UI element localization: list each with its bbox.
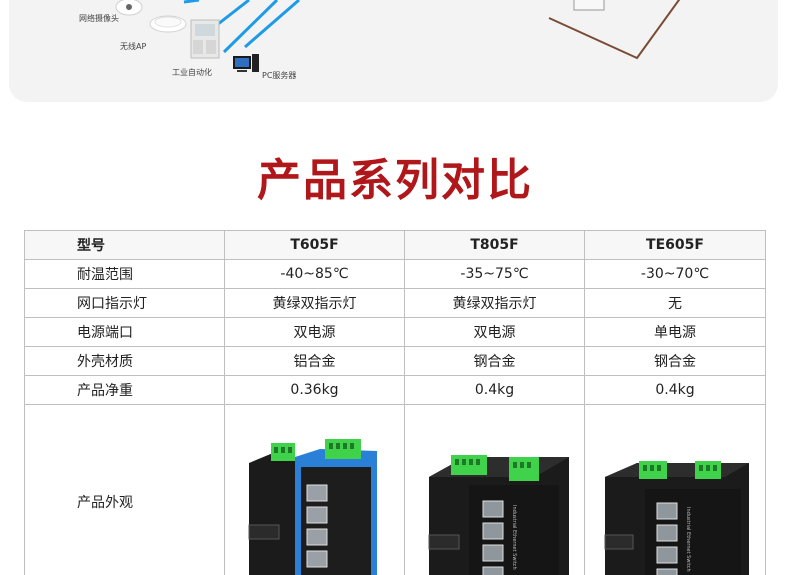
link-line [244,0,300,49]
row-label: 网口指示灯 [24,288,225,318]
table-cell: -30~70℃ [584,259,766,289]
table-cell: 无 [584,288,766,318]
table-row-housing: 外壳材质 铝合金 钢合金 钢合金 [24,346,766,376]
network-diagram [115,0,681,72]
device-box-icon [573,0,605,11]
table-row-temperature: 耐温范围 -40~85℃ -35~75℃ -30~70℃ [24,259,766,289]
table-row-weight: 产品净重 0.36kg 0.4kg 0.4kg [24,375,766,405]
header-model-label: 型号 [24,230,225,260]
pc-server-label: PC服务器 [262,71,297,80]
pc-server-icon [233,54,259,72]
table-row-power: 电源端口 双电源 双电源 单电源 [24,317,766,347]
t805f-device-text: Industrial Ethernet Switch [511,505,517,570]
table-cell: -35~75℃ [404,259,585,289]
table-cell: 0.36kg [224,375,405,405]
table-cell: 钢合金 [404,346,585,376]
t605f-device-image [248,439,377,575]
wireless-ap-label: 无线AP [120,42,147,51]
te605f-device-image: Industrial Ethernet Switch [599,449,751,575]
industrial-automation-label: 工业自动化 [172,68,212,77]
table-header-row: 型号 T605F T805F TE605F [24,230,766,260]
section-title: 产品系列对比 [257,155,533,206]
table-cell: 黄绿双指示灯 [404,288,585,318]
header-model-t605f: T605F [224,230,405,260]
table-cell: 黄绿双指示灯 [224,288,405,318]
wireless-ap-icon [149,15,187,33]
row-label: 外壳材质 [24,346,225,376]
industrial-machine-icon [190,19,220,59]
table-cell: 双电源 [404,317,585,347]
table-cell: 0.4kg [404,375,585,405]
table-row-appearance: 产品外观 [24,404,766,575]
row-label: 耐温范围 [24,259,225,289]
table-row-port-led: 网口指示灯 黄绿双指示灯 黄绿双指示灯 无 [24,288,766,318]
comparison-table: 型号 T605F T805F TE605F 耐温范围 -40~85℃ -35~7… [24,230,766,575]
row-label: 产品净重 [24,375,225,405]
header-model-te605f: TE605F [584,230,766,260]
header-model-t805f: T805F [404,230,585,260]
table-cell: 0.4kg [584,375,766,405]
link-line [183,0,200,4]
link-line [222,0,279,54]
row-label: 产品外观 [24,404,225,575]
product-image-t805f: Industrial Ethernet Switch [404,404,585,575]
network-diagram-card: 网络摄像头 无线AP 工业自动化 PC服务器 [9,0,778,102]
camera-label: 网络摄像头 [79,14,119,23]
product-image-te605f: Industrial Ethernet Switch [584,404,766,575]
table-cell: 双电源 [224,317,405,347]
table-cell: -40~85℃ [224,259,405,289]
table-cell: 钢合金 [584,346,766,376]
row-label: 电源端口 [24,317,225,347]
t805f-device-image: Industrial Ethernet Switch [428,455,569,575]
frame-line [548,0,681,60]
product-image-t605f [224,404,405,575]
te605f-device-text: Industrial Ethernet Switch [685,507,691,572]
camera-icon [115,0,143,16]
table-cell: 铝合金 [224,346,405,376]
table-cell: 单电源 [584,317,766,347]
